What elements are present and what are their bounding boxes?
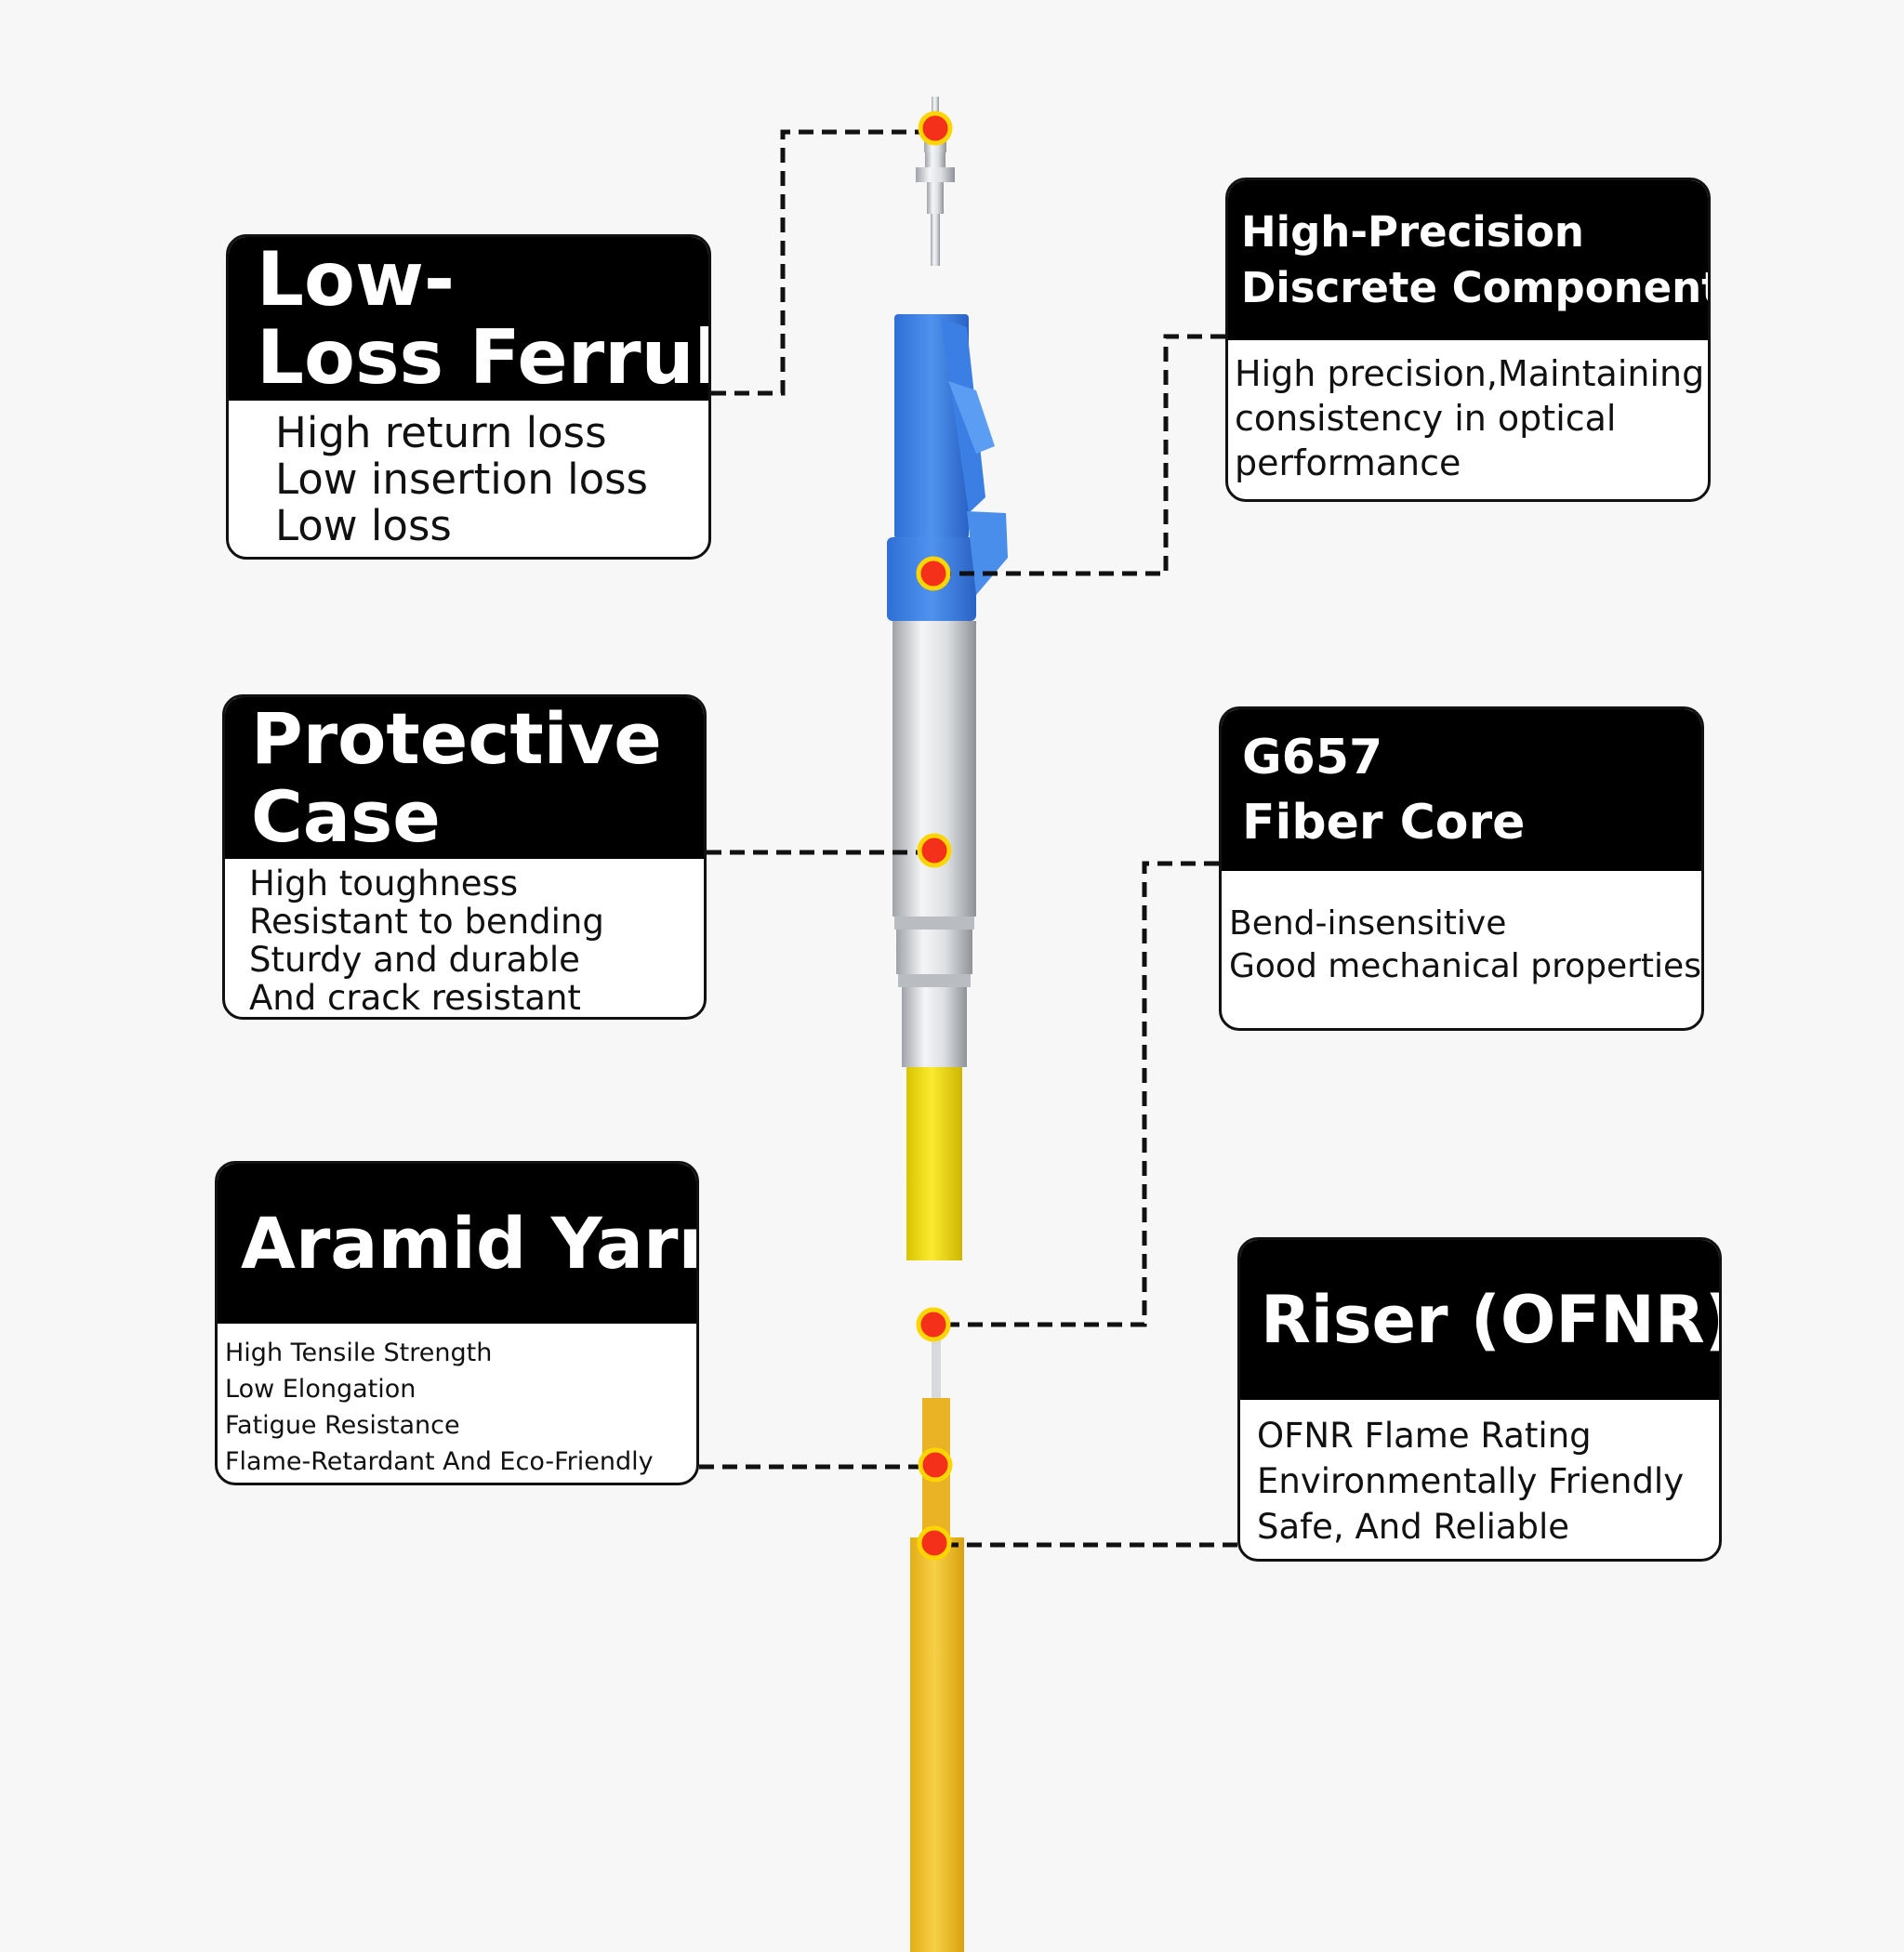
marker-discrete	[916, 556, 951, 591]
feature-line: High return loss	[275, 408, 607, 457]
marker-ferrule	[918, 111, 953, 146]
leader-line-discrete	[935, 334, 1225, 576]
marker-case	[917, 833, 952, 868]
title-line: Loss Ferrule	[257, 314, 708, 401]
marker-riser	[917, 1525, 952, 1561]
feature-line: Resistant to bending	[249, 902, 604, 942]
feature-line: And crack resistant	[249, 978, 581, 1018]
feature-line: High Tensile Strength	[225, 1339, 493, 1367]
callout-ferrule-title: Low- Loss Ferrule	[229, 237, 708, 401]
callout-aramid-features: High Tensile Strength Low Elongation Fat…	[218, 1324, 696, 1480]
feature-line: Bend-insensitive	[1229, 904, 1507, 943]
callout-riser-ofnr: Riser (OFNR) OFNR Flame Rating Environme…	[1237, 1237, 1722, 1562]
feature-line: Low insertion loss	[275, 455, 649, 504]
callout-discrete-title: High-Precision Discrete Components	[1228, 180, 1708, 340]
feature-line: consistency in optical	[1235, 398, 1617, 439]
feature-line: Flame-Retardant And Eco-Friendly	[225, 1447, 654, 1476]
feature-line: Safe, And Reliable	[1257, 1507, 1570, 1547]
title-line: High-Precision	[1241, 207, 1584, 257]
callout-g657-features: Bend-insensitive Good mechanical propert…	[1222, 871, 1701, 988]
callout-ferrule: Low- Loss Ferrule High return loss Low i…	[226, 234, 711, 560]
callout-protective-case: Protective Case High toughness Resistant…	[222, 694, 707, 1020]
title-line: Riser (OFNR)	[1261, 1282, 1722, 1358]
callout-riser-title: Riser (OFNR)	[1240, 1240, 1719, 1400]
feature-line: Environmentally Friendly	[1257, 1461, 1685, 1501]
title-line: Fiber Core	[1242, 795, 1526, 851]
marker-g657	[916, 1307, 951, 1342]
callout-g657-fiber-core: G657 Fiber Core Bend-insensitive Good me…	[1219, 706, 1704, 1031]
marker-aramid	[918, 1447, 953, 1483]
callout-case-title: Protective Case	[225, 697, 704, 859]
leader-line-g657	[933, 861, 1219, 1327]
callout-discrete-components: High-Precision Discrete Components High …	[1225, 178, 1711, 502]
callout-aramid-yarn: Aramid Yarn High Tensile Strength Low El…	[215, 1161, 699, 1485]
callout-ferrule-features: High return loss Low insertion loss Low …	[229, 401, 708, 549]
feature-line: High precision,Maintaining	[1235, 353, 1705, 394]
feature-line: Fatigue Resistance	[225, 1411, 460, 1440]
title-line: Protective	[251, 697, 662, 780]
callout-aramid-title: Aramid Yarn	[218, 1164, 696, 1324]
feature-line: Sturdy and durable	[249, 940, 580, 980]
feature-line: OFNR Flame Rating	[1257, 1416, 1592, 1456]
leader-line-ferrule	[711, 129, 935, 396]
title-line: Case	[251, 775, 441, 858]
cable-stub	[906, 1067, 962, 1260]
callout-riser-features: OFNR Flame Rating Environmentally Friend…	[1240, 1400, 1719, 1550]
feature-line: High toughness	[249, 864, 519, 903]
protective-case-body	[892, 621, 976, 1067]
title-line: Aramid Yarn	[241, 1202, 699, 1285]
feature-line: Low Elongation	[225, 1375, 416, 1404]
callout-g657-title: G657 Fiber Core	[1222, 709, 1701, 871]
feature-line: Good mechanical properties	[1229, 947, 1701, 985]
cable-jacket	[910, 1537, 964, 1952]
title-line: Low-	[257, 236, 456, 323]
bare-fiber	[932, 1339, 941, 1398]
callout-discrete-features: High precision,Maintaining consistency i…	[1228, 340, 1708, 485]
callout-case-features: High toughness Resistant to bending Stur…	[225, 859, 704, 1017]
title-line: Discrete Components	[1241, 263, 1711, 312]
feature-line: performance	[1235, 442, 1461, 483]
feature-line: Low loss	[275, 501, 452, 550]
title-line: G657	[1242, 730, 1383, 785]
